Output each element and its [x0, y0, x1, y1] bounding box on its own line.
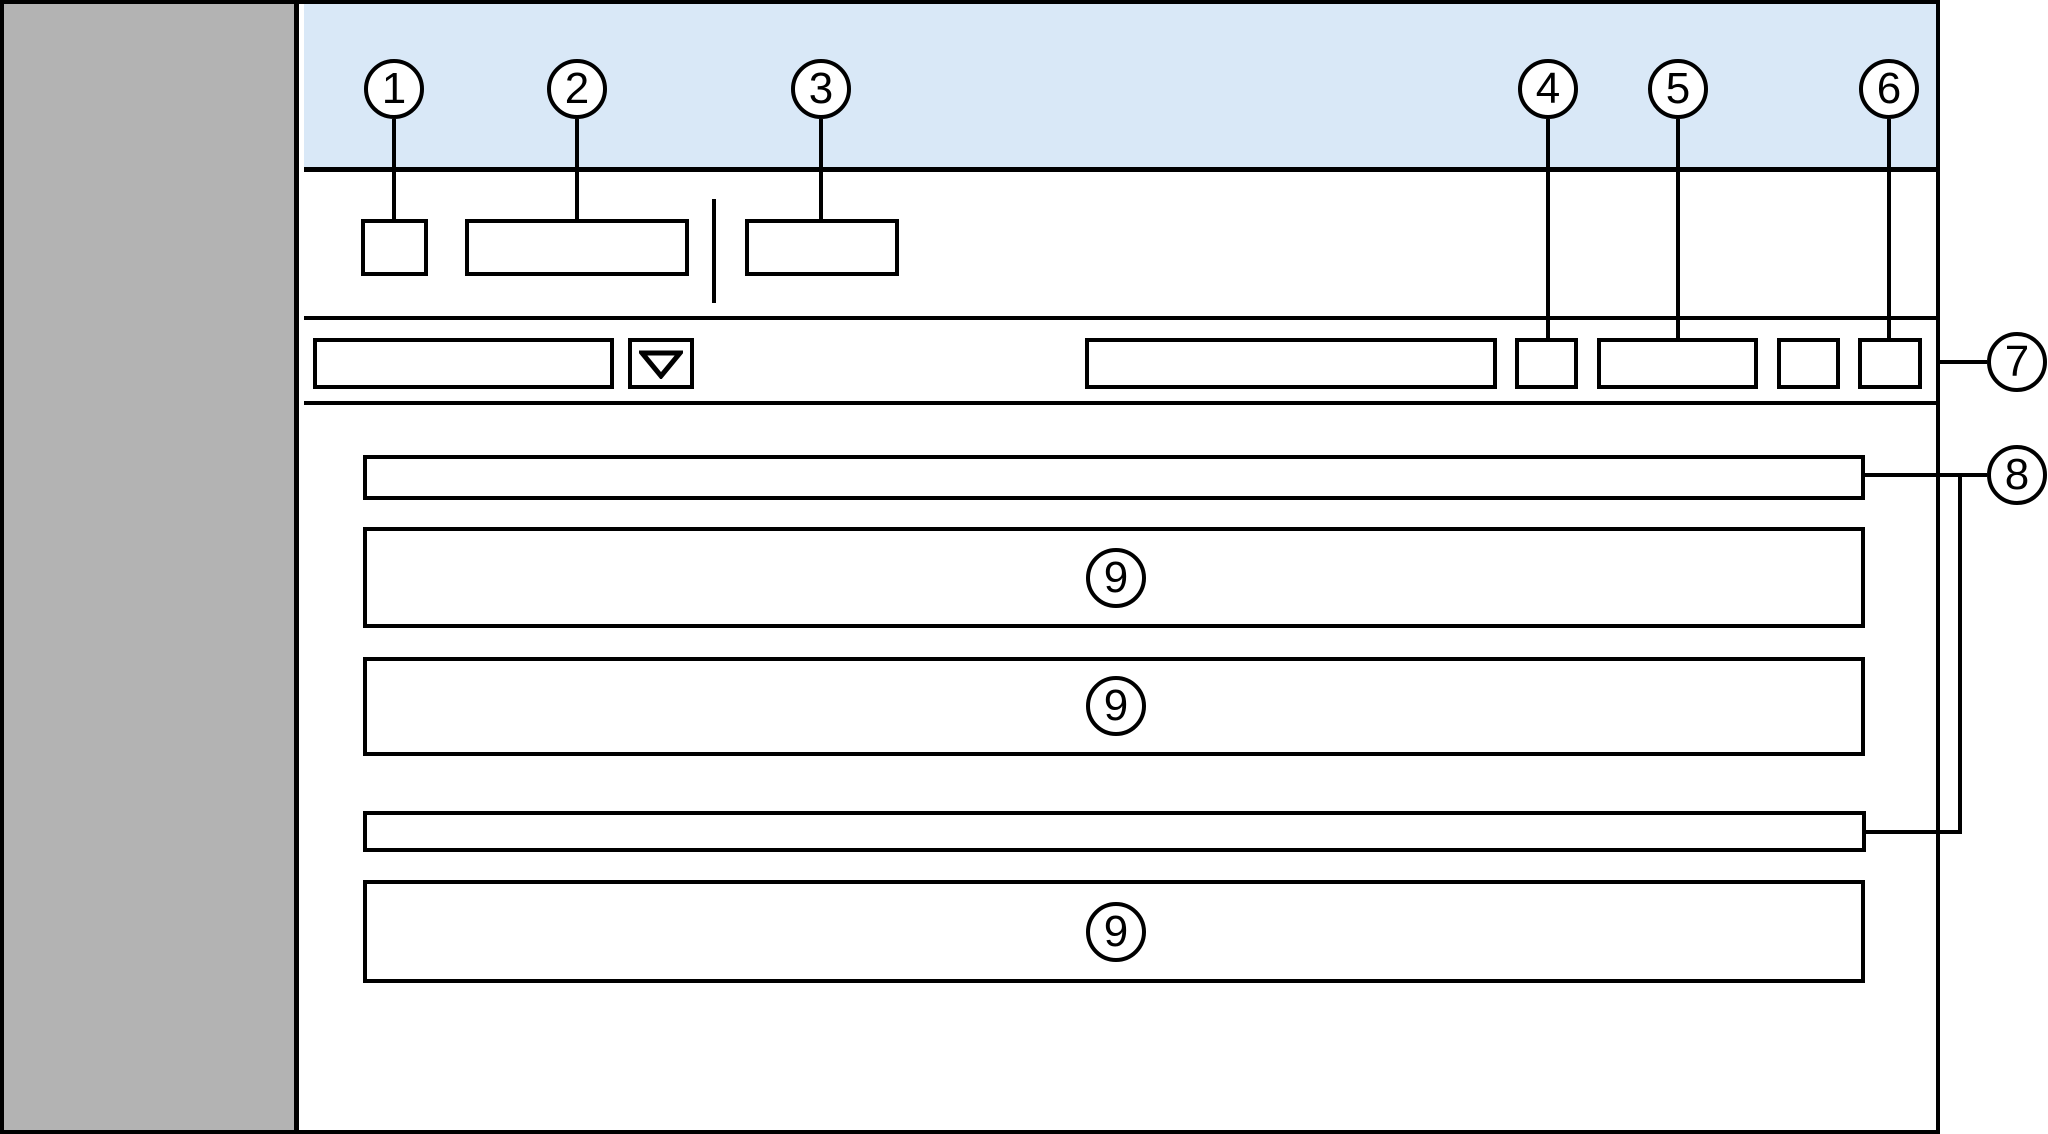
content-area: [304, 405, 1936, 1130]
menu-box-callout-1[interactable]: [361, 219, 428, 276]
callout-circle-1: 1: [364, 59, 424, 119]
callout-circle-3: 3: [791, 59, 851, 119]
callout-circle-9a: 9: [1086, 548, 1146, 608]
callout-label: 2: [564, 64, 590, 113]
sidebar-panel: [4, 4, 299, 1130]
callout-1-stem: [392, 119, 396, 219]
callout-circle-7: 7: [1987, 332, 2047, 392]
callout-label: 3: [808, 64, 834, 113]
callout-circle-2: 2: [547, 59, 607, 119]
callout-label: 9: [1103, 553, 1129, 602]
callout-8-connector-bottom: [1866, 830, 1962, 834]
callout-7-connector: [1936, 360, 1987, 364]
toolbar-field-left[interactable]: [313, 338, 614, 389]
toolbar-box-callout-6[interactable]: [1858, 338, 1922, 389]
callout-label: 4: [1535, 64, 1561, 113]
callout-label: 8: [2004, 450, 2030, 499]
dropdown-arrow-icon: [632, 342, 690, 385]
callout-label: 9: [1103, 907, 1129, 956]
callout-circle-9b: 9: [1086, 676, 1146, 736]
toolbar-dropdown-button[interactable]: [628, 338, 694, 389]
menu-separator: [712, 199, 716, 303]
callout-circle-8: 8: [1987, 445, 2047, 505]
callout-label: 9: [1103, 681, 1129, 730]
callout-2-stem: [575, 119, 579, 219]
callout-label: 5: [1665, 64, 1691, 113]
callout-circle-5: 5: [1648, 59, 1708, 119]
callout-circle-4: 4: [1518, 59, 1578, 119]
callout-8-bracket-vertical: [1958, 473, 1962, 834]
callout-circle-6: 6: [1859, 59, 1919, 119]
callout-6-stem: [1887, 119, 1891, 338]
callout-5-stem: [1676, 119, 1680, 338]
content-thin-bar-2[interactable]: [363, 811, 1866, 852]
toolbar-box-plain[interactable]: [1777, 338, 1840, 389]
menu-box-callout-3[interactable]: [745, 219, 899, 276]
callout-label: 7: [2004, 337, 2030, 386]
callout-label: 6: [1876, 64, 1902, 113]
callout-circle-9c: 9: [1086, 902, 1146, 962]
callout-4-stem: [1546, 119, 1550, 338]
content-thin-bar-1[interactable]: [363, 455, 1865, 500]
toolbar-field-middle[interactable]: [1085, 338, 1497, 389]
callout-8-connector-top: [1865, 473, 1987, 477]
menu-box-callout-2[interactable]: [465, 219, 689, 276]
toolbar-box-callout-4[interactable]: [1515, 338, 1578, 389]
callout-3-stem: [819, 119, 823, 219]
toolbar-box-callout-5[interactable]: [1597, 338, 1758, 389]
callout-label: 1: [381, 64, 407, 113]
